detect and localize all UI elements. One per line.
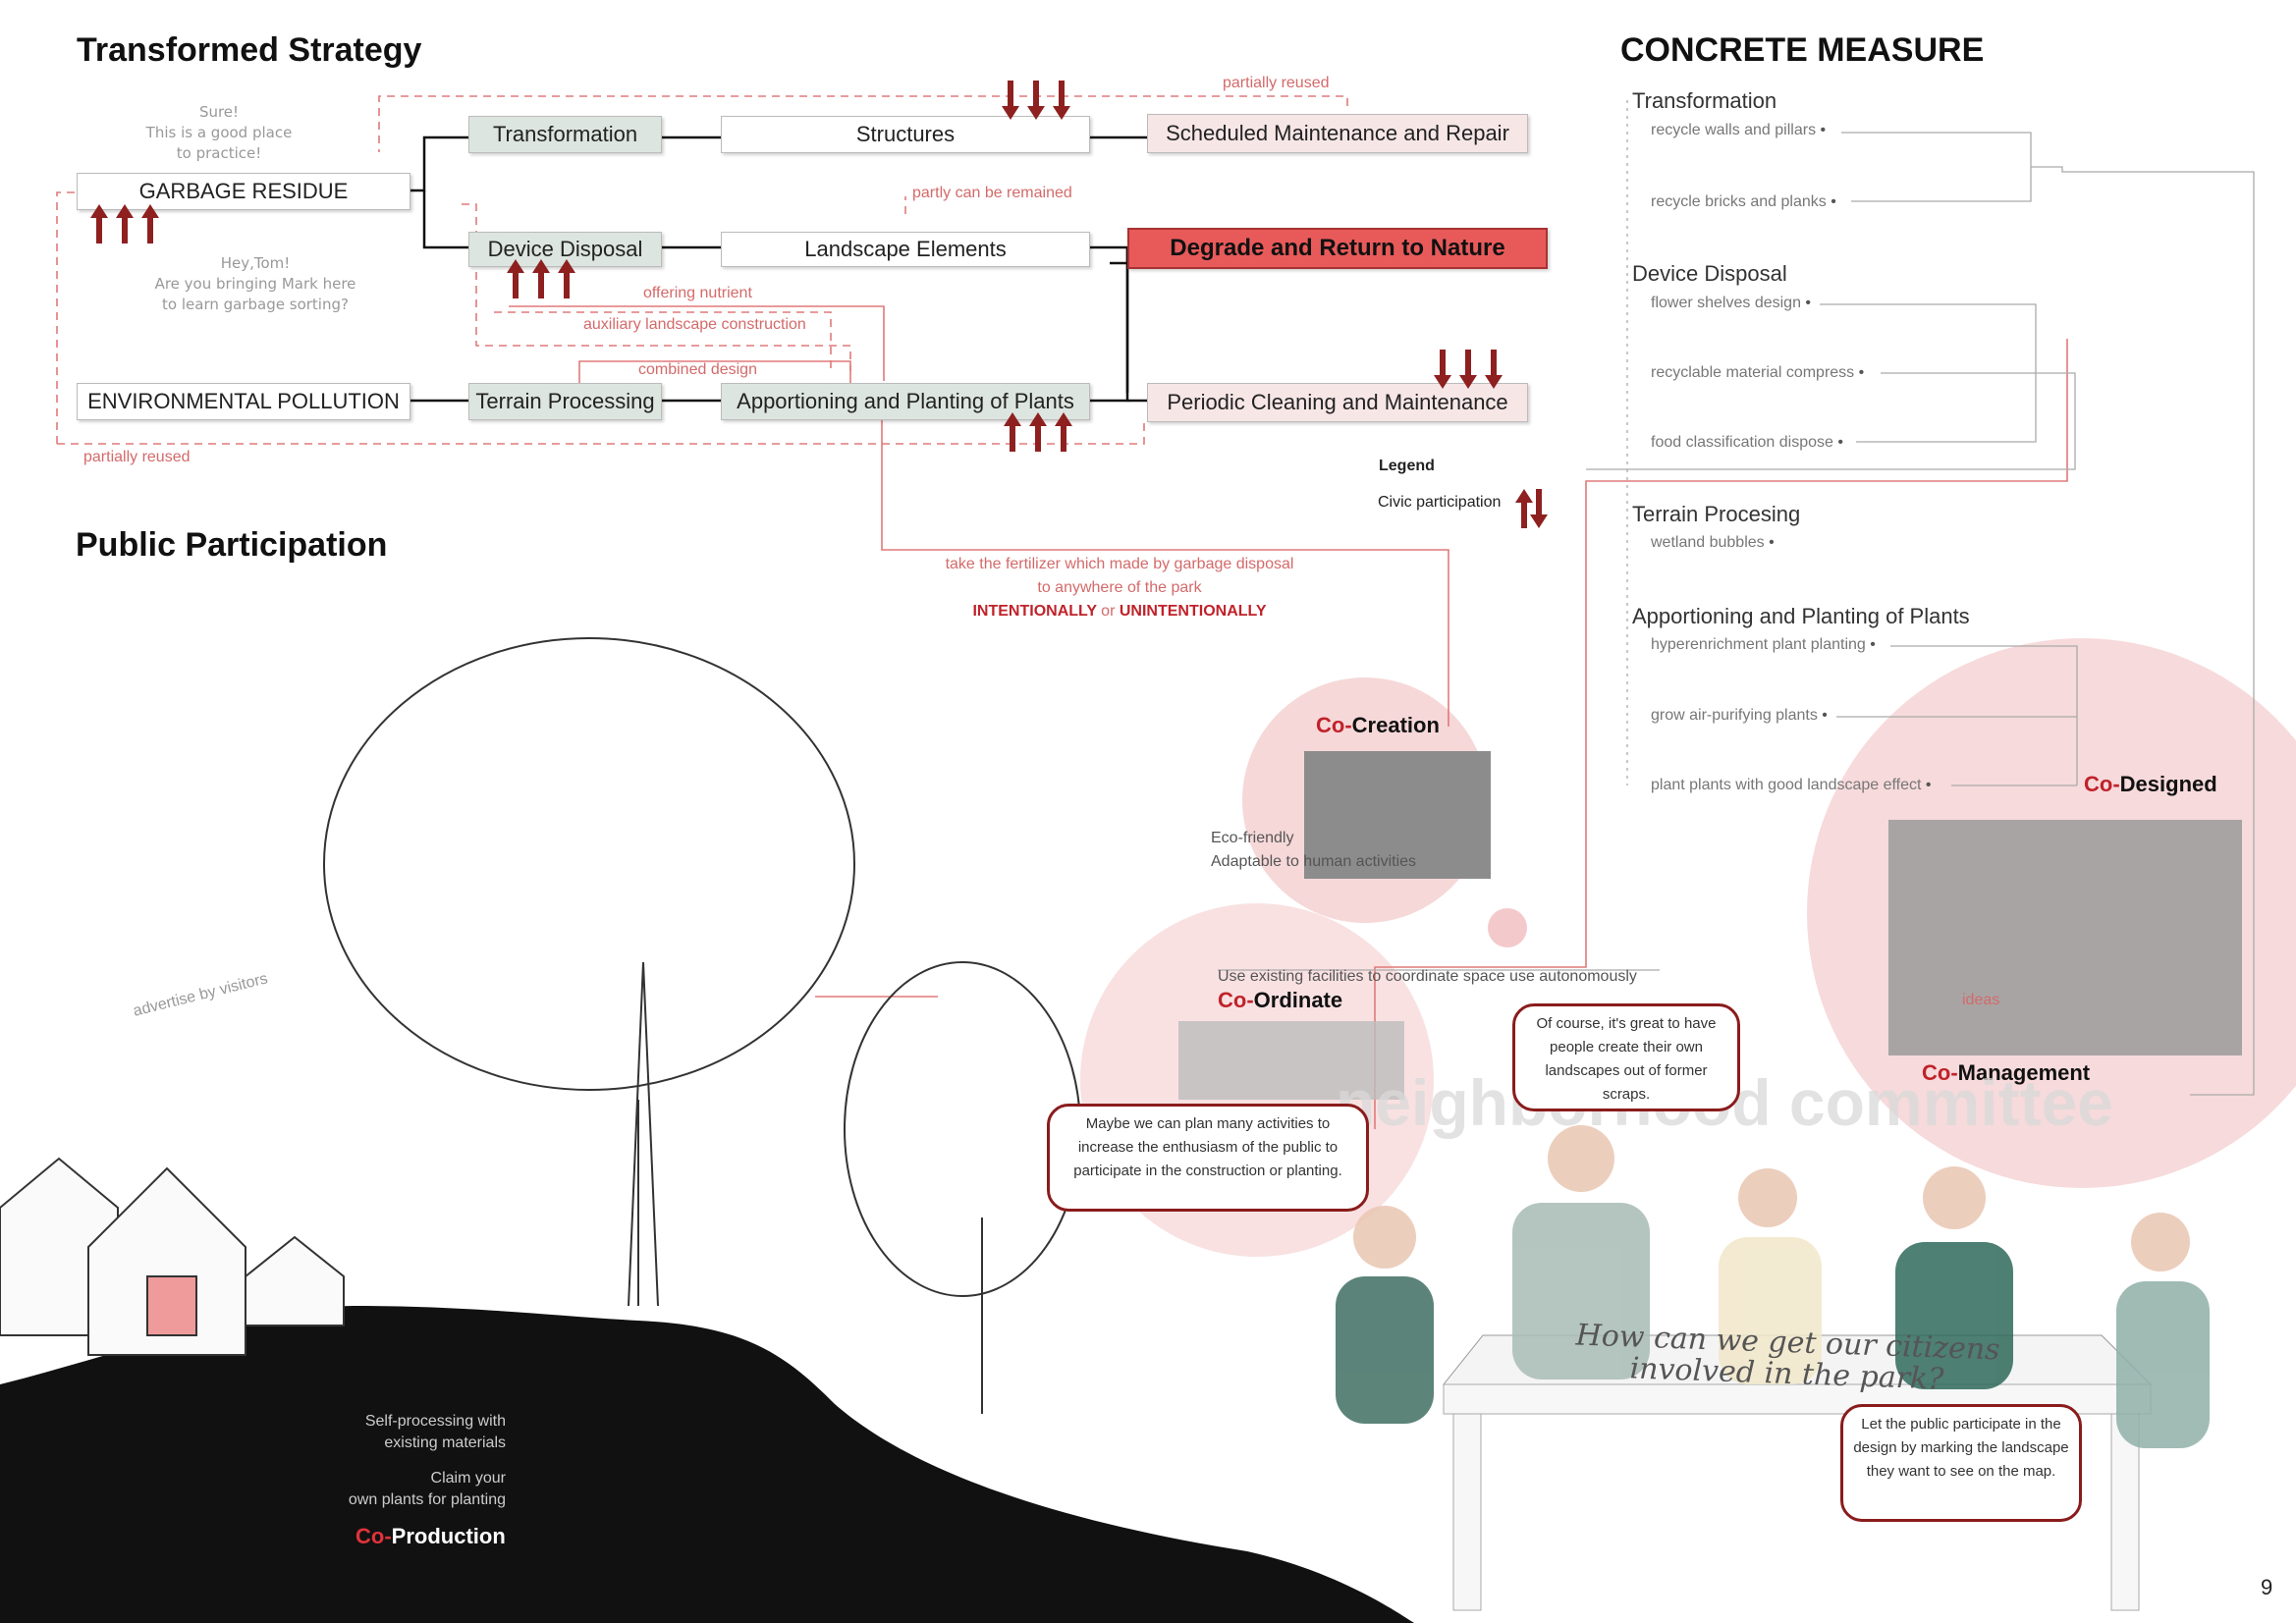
small-bubble-circle [1488, 908, 1527, 947]
fertilizer-line-2: to anywhere of the park [1037, 579, 1202, 596]
measure-item: hyperenrichment plant planting [1651, 636, 1876, 654]
hey-line-3: to learn garbage sorting? [162, 296, 349, 313]
hey-speech: Hey,Tom! Are you bringing Mark here to l… [137, 253, 373, 315]
measure-group-title: Apportioning and Planting of Plants [1632, 604, 1970, 628]
self-processing-line-2: existing materials [384, 1434, 506, 1451]
garbage-residue-box: GARBAGE RESIDUE [77, 173, 410, 210]
legend-civic-label: Civic participation [1378, 494, 1502, 511]
eco-note: Eco-friendly Adaptable to human activiti… [1211, 827, 1416, 874]
offering-nutrient-note: offering nutrient [643, 285, 752, 301]
partly-remained-note: partly can be remained [912, 185, 1072, 201]
measure-item: grow air-purifying plants [1651, 707, 1828, 725]
unintentionally-label: UNINTENTIONALLY [1119, 603, 1267, 620]
fertilizer-line-3: INTENTIONALLY or UNINTENTIONALLY [884, 600, 1355, 623]
eco-line-2: Adaptable to human activities [1211, 853, 1417, 870]
hey-line-2: Are you bringing Mark here [154, 275, 356, 293]
measure-item: recycle walls and pillars [1651, 122, 1826, 139]
page-number: 9 [2261, 1575, 2273, 1599]
measure-group-title: Device Disposal [1632, 261, 1787, 286]
self-processing-note: Self-processing with existing materials [295, 1411, 506, 1454]
legend-civic-icon [1515, 489, 1533, 528]
claim-line-1: Claim your [430, 1470, 506, 1487]
co-prefix: Co- [1922, 1060, 1958, 1085]
black-hill [0, 1306, 1414, 1623]
co-designed-text: Designed [2119, 772, 2217, 796]
co-management-label: Co-Management [1922, 1060, 2090, 1086]
scheduled-maintenance-box: Scheduled Maintenance and Repair [1147, 114, 1528, 153]
legend-civic-icon-down [1530, 489, 1548, 528]
letpublic-bubble: Let the public participate in the design… [1840, 1404, 2082, 1522]
sure-line-2: This is a good place [145, 124, 293, 141]
or-label: or [1101, 603, 1116, 620]
landscape-elements-box: Landscape Elements [721, 232, 1090, 267]
co-designed-label: Co-Designed [2084, 772, 2217, 797]
partially-reused-top-note: partially reused [1223, 75, 1330, 91]
sure-speech: Sure! This is a good place to practice! [126, 102, 312, 164]
houses [0, 1157, 345, 1356]
sure-line-1: Sure! [198, 103, 240, 121]
civic-arrows-periodic [1434, 350, 1503, 389]
auxiliary-construction-note: auxiliary landscape construction [583, 316, 806, 333]
co-prefix: Co- [1316, 713, 1352, 737]
co-production-label: Co-Production [355, 1524, 506, 1549]
co-creation-label: Co-Creation [1316, 713, 1440, 738]
co-creation-text: Creation [1351, 713, 1440, 737]
civic-arrows-scheduled [1002, 81, 1070, 120]
ordinate-photo [1178, 1021, 1404, 1100]
measure-item: recycle bricks and planks [1651, 193, 1836, 211]
eco-line-1: Eco-friendly [1211, 830, 1294, 846]
co-production-text: Production [391, 1524, 506, 1548]
measure-item: recyclable material compress [1651, 364, 1864, 382]
combined-design-note: combined design [638, 361, 757, 378]
structures-box: Structures [721, 116, 1090, 153]
degrade-return-box: Degrade and Return to Nature [1127, 228, 1548, 269]
co-management-text: Management [1957, 1060, 2091, 1085]
civic-arrows-device [507, 259, 575, 298]
sure-line-3: to practice! [176, 144, 262, 162]
measure-item: wetland bubbles [1651, 534, 1775, 552]
intentionally-label: INTENTIONALLY [972, 603, 1097, 620]
environmental-pollution-box: ENVIRONMENTAL POLLUTION [77, 383, 410, 420]
measure-item: food classification dispose [1651, 434, 1843, 452]
ideas-photo [1888, 820, 2242, 1055]
transformation-box: Transformation [468, 116, 662, 153]
civic-arrows-garbage [90, 204, 159, 243]
legend-title: Legend [1379, 458, 1435, 474]
co-ordinate-text: Ordinate [1253, 988, 1343, 1012]
existing-facilities-note: Use existing facilities to coordinate sp… [1218, 968, 1637, 985]
co-prefix: Co- [355, 1524, 392, 1548]
forest-photo [1304, 751, 1491, 879]
apportioning-planting-box: Apportioning and Planting of Plants [721, 383, 1090, 420]
participation-heading: Public Participation [76, 526, 388, 564]
terrain-processing-box: Terrain Processing [468, 383, 662, 420]
measure-item: plant plants with good landscape effect [1651, 777, 1932, 794]
co-prefix: Co- [1218, 988, 1254, 1012]
co-ordinate-label: Co-Ordinate [1218, 988, 1342, 1013]
periodic-cleaning-box: Periodic Cleaning and Maintenance [1147, 383, 1528, 422]
civic-arrows-apportion [1004, 412, 1072, 452]
co-prefix: Co- [2084, 772, 2120, 796]
maybe-bubble: Maybe we can plan many activities to inc… [1047, 1104, 1369, 1212]
claim-plants-note: Claim your own plants for planting [295, 1468, 506, 1511]
ideas-label: ideas [1962, 992, 2000, 1008]
strategy-heading: Transformed Strategy [77, 31, 422, 69]
hey-line-1: Hey,Tom! [220, 254, 291, 272]
claim-line-2: own plants for planting [348, 1491, 506, 1508]
self-processing-line-1: Self-processing with [364, 1413, 506, 1430]
ofcourse-bubble: Of course, it's great to have people cre… [1512, 1003, 1740, 1111]
measure-group-title: Terrain Procesing [1632, 502, 1801, 526]
measure-group-title: Transformation [1632, 88, 1777, 113]
fertilizer-note: take the fertilizer which made by garbag… [884, 553, 1355, 623]
fertilizer-line-1: take the fertilizer which made by garbag… [945, 556, 1294, 572]
partially-reused-bottom-note: partially reused [83, 449, 191, 465]
device-disposal-box: Device Disposal [468, 232, 662, 267]
measure-item: flower shelves design [1651, 295, 1811, 312]
meeting-people [1336, 1125, 2210, 1448]
measure-heading: CONCRETE MEASURE [1620, 31, 1985, 69]
